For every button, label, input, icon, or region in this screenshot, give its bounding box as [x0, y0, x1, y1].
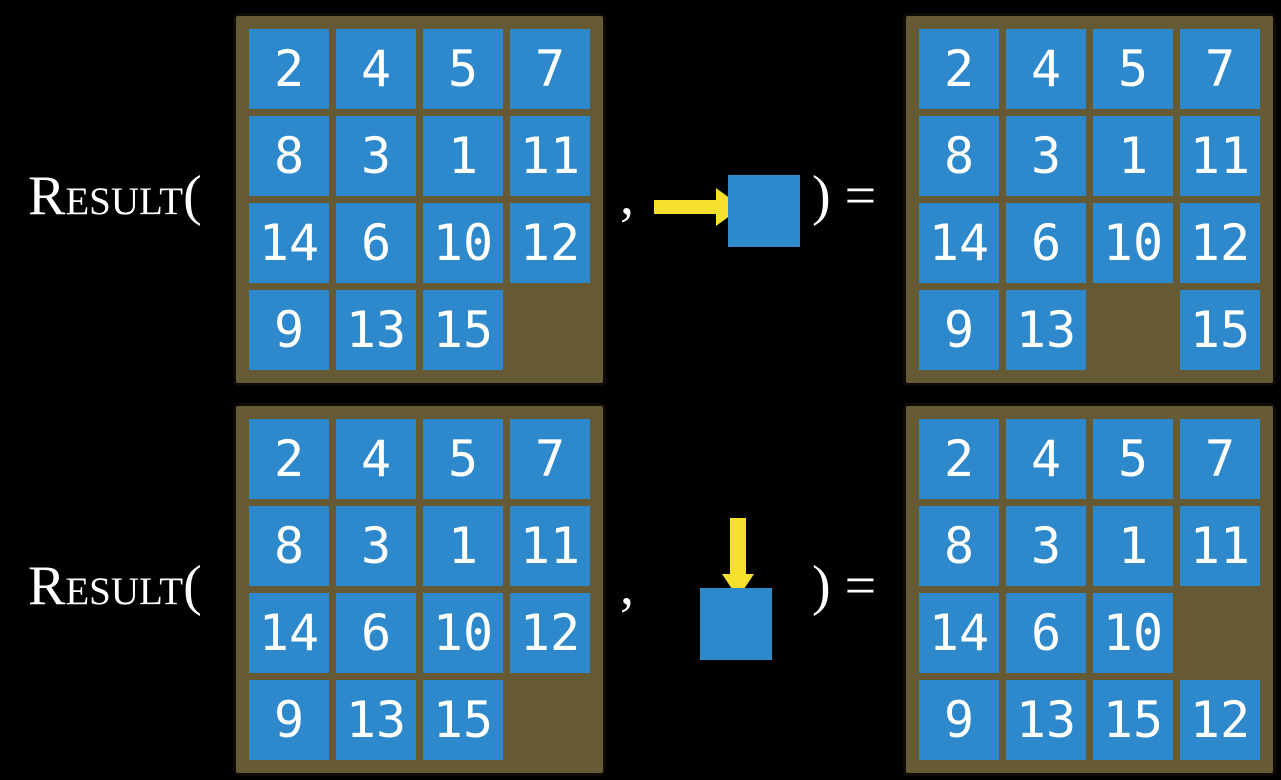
puzzle-tile: 1: [1093, 506, 1173, 586]
puzzle-tile: 11: [510, 506, 590, 586]
puzzle-tile: 6: [1006, 593, 1086, 673]
puzzle-tile: 5: [1093, 419, 1173, 499]
puzzle-tile: 15: [1180, 290, 1260, 370]
puzzle-tile: 5: [423, 29, 503, 109]
action-tile: [728, 175, 800, 247]
puzzle-tile: 6: [336, 593, 416, 673]
puzzle-tile: 12: [510, 203, 590, 283]
puzzle-tile: 9: [249, 290, 329, 370]
puzzle-tile: 1: [1093, 116, 1173, 196]
puzzle-tile: 7: [510, 29, 590, 109]
puzzle-tile: 15: [1093, 680, 1173, 760]
empty-cell: [510, 290, 590, 370]
puzzle-tile: 13: [336, 680, 416, 760]
puzzle-tile: 3: [336, 506, 416, 586]
puzzle-tile: 10: [1093, 593, 1173, 673]
empty-cell: [1180, 593, 1260, 673]
puzzle-tile: 4: [1006, 419, 1086, 499]
puzzle-tile: 2: [249, 29, 329, 109]
puzzle-tile: 15: [423, 290, 503, 370]
puzzle-tile: 14: [919, 203, 999, 283]
puzzle-tile: 12: [510, 593, 590, 673]
puzzle-tile: 1: [423, 116, 503, 196]
puzzle-tile: 3: [1006, 506, 1086, 586]
close-paren-equals: ) =: [812, 555, 877, 617]
puzzle-tile: 12: [1180, 203, 1260, 283]
puzzle-tile: 3: [1006, 116, 1086, 196]
puzzle-tile: 12: [1180, 680, 1260, 760]
puzzle-tile: 2: [919, 419, 999, 499]
puzzle-tile: 10: [423, 203, 503, 283]
puzzle-tile: 9: [919, 680, 999, 760]
puzzle-tile: 2: [249, 419, 329, 499]
comma-separator: ,: [620, 165, 634, 227]
puzzle-tile: 5: [1093, 29, 1173, 109]
puzzle-tile: 7: [1180, 419, 1260, 499]
puzzle-tile: 13: [1006, 680, 1086, 760]
down-arrow-icon: [722, 518, 754, 598]
puzzle-tile: 3: [336, 116, 416, 196]
puzzle-tile: 8: [249, 506, 329, 586]
puzzle-tile: 4: [1006, 29, 1086, 109]
puzzle-tile: 11: [1180, 506, 1260, 586]
puzzle-tile: 10: [1093, 203, 1173, 283]
puzzle-tile: 13: [336, 290, 416, 370]
puzzle-tile: 6: [336, 203, 416, 283]
puzzle-tile: 8: [919, 116, 999, 196]
puzzle-tile: 8: [919, 506, 999, 586]
comma-separator: ,: [620, 555, 634, 617]
puzzle-tile: 5: [423, 419, 503, 499]
puzzle-tile: 9: [249, 680, 329, 760]
puzzle-tile: 13: [1006, 290, 1086, 370]
empty-cell: [1093, 290, 1173, 370]
puzzle-tile: 4: [336, 419, 416, 499]
puzzle-tile: 14: [249, 203, 329, 283]
puzzle-tile: 6: [1006, 203, 1086, 283]
puzzle-tile: 7: [1180, 29, 1260, 109]
puzzle-tile: 14: [919, 593, 999, 673]
puzzle-tile: 7: [510, 419, 590, 499]
action-tile: [700, 588, 772, 660]
puzzle-tile: 10: [423, 593, 503, 673]
puzzle-tile: 11: [510, 116, 590, 196]
empty-cell: [510, 680, 590, 760]
puzzle-tile: 1: [423, 506, 503, 586]
puzzle-tile: 9: [919, 290, 999, 370]
puzzle-tile: 11: [1180, 116, 1260, 196]
puzzle-tile: 14: [249, 593, 329, 673]
puzzle-tile: 15: [423, 680, 503, 760]
puzzle-tile: 2: [919, 29, 999, 109]
puzzle-tile: 8: [249, 116, 329, 196]
close-paren-equals: ) =: [812, 165, 877, 227]
puzzle-tile: 4: [336, 29, 416, 109]
result-function-label: Result(: [28, 555, 202, 617]
result-function-label: Result(: [28, 165, 202, 227]
